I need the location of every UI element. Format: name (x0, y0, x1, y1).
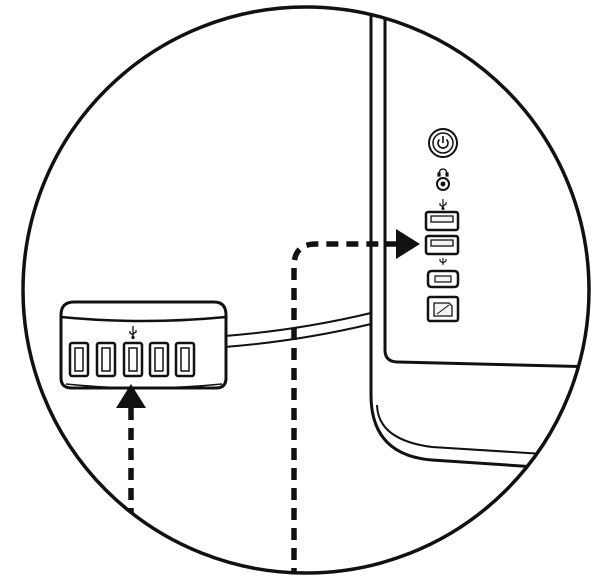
headphone-jack (436, 168, 450, 191)
hub-port-4 (148, 341, 170, 378)
monitor-side-panel (424, 128, 460, 323)
usb-hub (59, 300, 228, 390)
monitor-outer-edge (369, 7, 589, 476)
hub-cable-top (224, 312, 372, 337)
hub-port-2 (95, 341, 117, 378)
arrow-to-hub-usb-port (116, 384, 146, 573)
usb-b-upstream-port (426, 295, 460, 323)
arrow-to-monitor-usb-port (291, 229, 420, 573)
usb-hub-bottom-edge (65, 383, 223, 389)
hub-port-3 (122, 341, 144, 378)
usb-c-port (426, 269, 460, 289)
usb-downstream-port-1 (424, 210, 460, 232)
usb-hub-ports (68, 341, 196, 378)
magnifier-circle (21, 5, 591, 575)
hub-port-5 (174, 341, 196, 378)
hub-port-1 (68, 341, 90, 378)
usb-b-icon (433, 302, 453, 317)
hub-cable-bottom (224, 323, 372, 348)
magnified-view (59, 7, 589, 573)
usb-downstream-port-2 (424, 234, 460, 256)
usb-c-icon (439, 258, 447, 265)
usb-hub-top-edge (60, 315, 227, 323)
monitor-bezel-edge (376, 404, 589, 461)
power-button (428, 128, 458, 158)
monitor-inner-edge (383, 7, 589, 370)
usb-icon (439, 199, 447, 210)
headphone-icon (437, 168, 449, 177)
power-icon (437, 136, 449, 149)
usb-icon (129, 326, 137, 340)
